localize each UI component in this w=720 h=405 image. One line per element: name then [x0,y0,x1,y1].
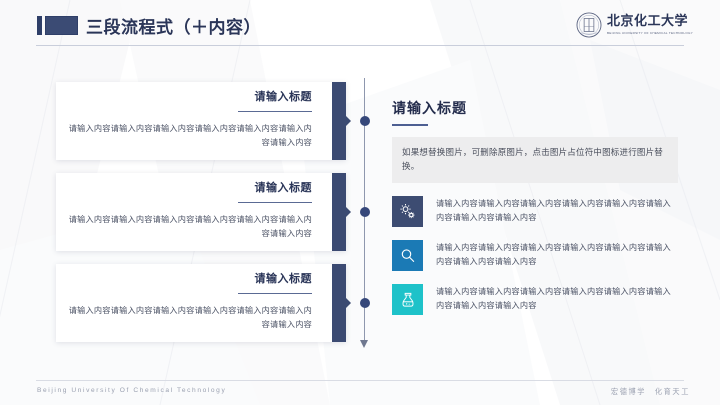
down-arrow-icon [360,340,368,348]
timeline-card-content: 请输入标题 请输入内容请输入内容请输入内容请输入内容请输入内容请输入内容请输入内… [56,264,346,331]
timeline-card-title: 请输入标题 [254,182,312,194]
feature-list: 请输入内容请输入内容请输入内容请输入内容请输入内容请输入内容请输入内容请输入内容… [392,196,678,316]
university-logo: 北京化工大学 BEIJING UNIVERSITY OF CHEMICAL TE… [576,12,693,38]
footer-university-name: Beijing University Of Chemical Technolog… [37,387,227,394]
header-divider [36,45,684,46]
footer-divider [36,380,684,381]
mark-bar-wide [45,16,78,35]
feature-text: 请输入内容请输入内容请输入内容请输入内容请输入内容请输入内容请输入内容请输入内容 [436,199,671,222]
timeline-card[interactable]: 请输入标题 请输入内容请输入内容请输入内容请输入内容请输入内容请输入内容请输入内… [56,82,351,160]
feature-text: 请输入内容请输入内容请输入内容请输入内容请输入内容请输入内容请输入内容请输入内容 [436,287,671,310]
university-seal-icon [576,12,602,38]
logo-text: 北京化工大学 BEIJING UNIVERSITY OF CHEMICAL TE… [606,14,693,35]
title-underline [238,292,312,295]
title-underline [238,201,312,204]
right-panel: 请输入标题 如果想替换图片，可删除原图片，点击图片占位符中图标进行图片替换。 请… [392,100,678,316]
gears-icon[interactable] [392,196,423,228]
list-item[interactable]: 请输入内容请输入内容请输入内容请输入内容请输入内容请输入内容请输入内容请输入内容 [392,196,678,228]
timeline-axis [358,78,372,356]
timeline-card-title: 请输入标题 [254,273,312,285]
timeline-card[interactable]: 请输入标题 请输入内容请输入内容请输入内容请输入内容请输入内容请输入内容请输入内… [56,264,351,342]
timeline-card[interactable]: 请输入标题 请输入内容请输入内容请输入内容请输入内容请输入内容请输入内容请输入内… [56,173,351,251]
double-rectangle-mark-icon [37,16,78,35]
timeline-card-content: 请输入标题 请输入内容请输入内容请输入内容请输入内容请输入内容请输入内容请输入内… [56,82,346,149]
timeline-card-list: 请输入标题 请输入内容请输入内容请输入内容请输入内容请输入内容请输入内容请输入内… [56,82,351,355]
title-underline [238,110,312,113]
timeline-node-dot-icon [359,116,370,126]
right-panel-title: 请输入标题 [392,100,467,116]
page-title: 三段流程式（＋内容） [86,18,261,37]
feature-text: 请输入内容请输入内容请输入内容请输入内容请输入内容请输入内容请输入内容请输入内容 [436,243,671,266]
footer-motto: 宏德博学 化育天工 [610,387,690,396]
card-accent-bar [332,173,346,251]
right-panel-description: 如果想替换图片，可删除原图片，点击图片占位符中图标进行图片替换。 [392,136,678,184]
timeline-card-title: 请输入标题 [254,91,312,103]
logo-name-cn: 北京化工大学 [606,14,688,30]
card-accent-bar [332,82,346,160]
timeline-card-body: 请输入内容请输入内容请输入内容请输入内容请输入内容请输入内容请输入内容 [68,215,312,238]
card-arrow-icon [346,116,351,126]
timeline-node-dot-icon [359,207,370,217]
right-title-underline [392,123,428,126]
card-arrow-icon [346,207,351,217]
list-item[interactable]: 请输入内容请输入内容请输入内容请输入内容请输入内容请输入内容请输入内容请输入内容 [392,284,678,316]
card-accent-bar [332,264,346,342]
mark-bar-thin [37,16,42,35]
timeline-node-dot-icon [359,298,370,308]
timeline-card-body: 请输入内容请输入内容请输入内容请输入内容请输入内容请输入内容请输入内容 [68,124,312,147]
timeline-card-content: 请输入标题 请输入内容请输入内容请输入内容请输入内容请输入内容请输入内容请输入内… [56,173,346,240]
flask-icon[interactable] [392,284,423,316]
list-item[interactable]: 请输入内容请输入内容请输入内容请输入内容请输入内容请输入内容请输入内容请输入内容 [392,240,678,272]
logo-name-en: BEIJING UNIVERSITY OF CHEMICAL TECHNOLOG… [606,30,693,35]
card-arrow-icon [346,298,351,308]
timeline-card-body: 请输入内容请输入内容请输入内容请输入内容请输入内容请输入内容请输入内容 [68,306,312,329]
search-magnifier-icon[interactable] [392,240,423,272]
